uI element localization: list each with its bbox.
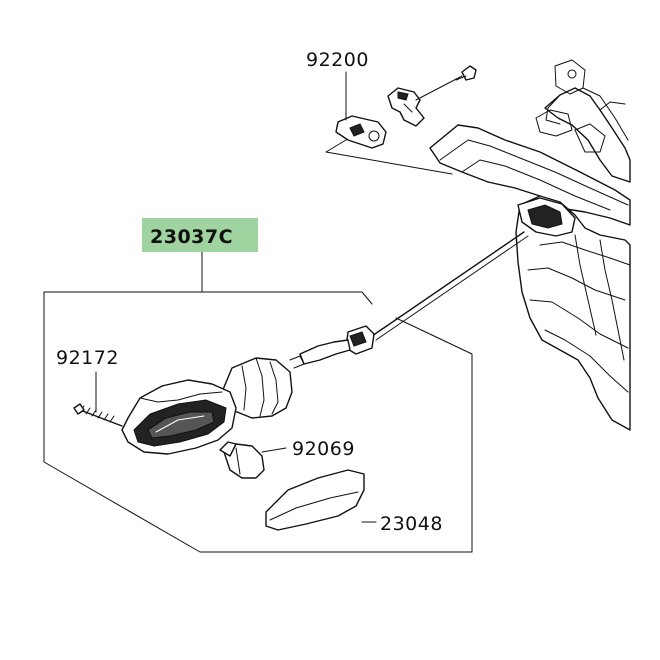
- bulb-92069: [219, 441, 287, 479]
- highlight-box: [142, 218, 258, 252]
- label-92069: 92069: [292, 438, 355, 460]
- rear-frame: [429, 59, 631, 431]
- part-labels: 23037C 92200 92172 92069 23048: [56, 49, 443, 535]
- assembly-outline: [43, 251, 473, 553]
- label-23048: 23048: [380, 513, 443, 535]
- label-92172: 92172: [56, 347, 119, 369]
- wire-harness: [289, 231, 529, 369]
- label-92200: 92200: [306, 49, 369, 71]
- lens-23048: [265, 469, 377, 531]
- turn-signal-lamp: [73, 357, 293, 455]
- label-23037c: 23037C: [150, 226, 233, 248]
- bracket-92200: [325, 65, 477, 175]
